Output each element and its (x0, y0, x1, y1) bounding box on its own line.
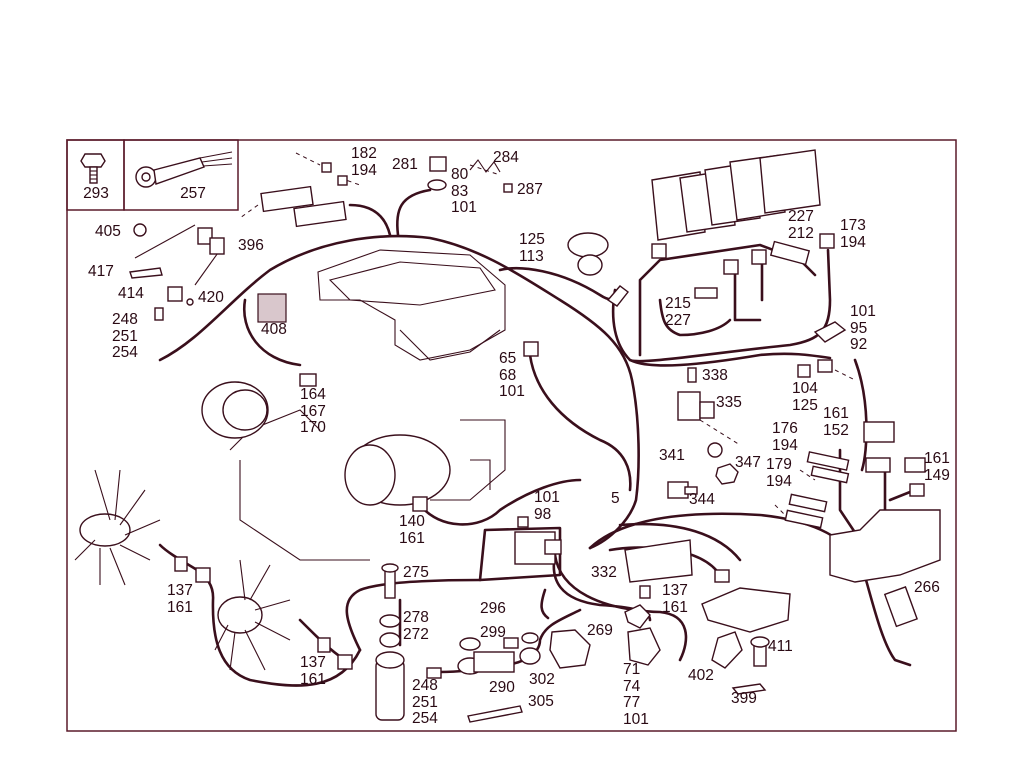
callout-296: 296 (480, 600, 506, 617)
callout-101-98: 101 98 (534, 489, 560, 523)
callout-399: 399 (731, 690, 757, 707)
callout-257: 257 (180, 185, 206, 202)
callout-341: 341 (659, 447, 685, 464)
callout-71-74-77-101: 71 74 77 101 (623, 661, 649, 728)
callout-278-272: 278 272 (403, 609, 429, 643)
callout-5: 5 (611, 490, 620, 507)
callout-417: 417 (88, 263, 114, 280)
callout-80-83-101: 80 83 101 (451, 166, 477, 216)
callout-414: 414 (118, 285, 144, 302)
callout-347: 347 (735, 454, 761, 471)
callout-248-251-254-lower: 248 251 254 (412, 677, 438, 727)
callout-420: 420 (198, 289, 224, 306)
callout-269: 269 (587, 622, 613, 639)
callout-411: 411 (768, 638, 793, 655)
callout-396: 396 (238, 237, 264, 254)
callout-227: 227 (788, 208, 814, 225)
callout-182-194: 182 194 (351, 145, 377, 179)
callout-137-161-right: 137 161 (662, 582, 688, 616)
callout-408: 408 (261, 321, 287, 338)
bolt-icon (80, 153, 106, 184)
callout-164-167-170: 164 167 170 (300, 386, 326, 436)
callout-137-161-bottom: 137 161 (300, 654, 326, 688)
inset-panel (66, 139, 239, 211)
callout-305: 305 (528, 693, 554, 710)
callout-332: 332 (591, 564, 617, 581)
callout-176-194: 176 194 (772, 420, 798, 454)
inset-box-257 (123, 139, 239, 211)
connector-parts (129, 156, 941, 723)
callout-302: 302 (529, 671, 555, 688)
callout-125-113: 125 113 (519, 231, 545, 265)
fan-upper (74, 469, 161, 586)
callout-338: 338 (702, 367, 728, 384)
callout-137-161-left: 137 161 (167, 582, 193, 616)
engine-block (229, 249, 506, 561)
ring-terminal-icon (135, 151, 233, 188)
callout-287: 287 (517, 181, 543, 198)
callout-275: 275 (403, 564, 429, 581)
callout-173-194: 173 194 (840, 217, 866, 251)
callout-101-95-92: 101 95 92 (850, 303, 876, 353)
fan-lower (214, 559, 291, 671)
callout-344: 344 (689, 491, 715, 508)
callout-335: 335 (716, 394, 742, 411)
callout-161-152: 161 152 (823, 405, 849, 439)
callout-140-161: 140 161 (399, 513, 425, 547)
relay-block-assembly (651, 149, 821, 241)
callout-402: 402 (688, 667, 714, 684)
callout-248-251-254-upper: 248 251 254 (112, 311, 138, 361)
callout-405: 405 (95, 223, 121, 240)
callout-266: 266 (914, 579, 940, 596)
callout-290: 290 (489, 679, 515, 696)
callout-161-149: 161 149 (924, 450, 950, 484)
callout-215-227: 215 227 (665, 295, 691, 329)
callout-65-68-101: 65 68 101 (499, 350, 525, 400)
callout-281: 281 (392, 156, 418, 173)
callout-284: 284 (493, 149, 519, 166)
callout-299: 299 (480, 624, 506, 641)
callout-104-125: 104 125 (792, 380, 818, 414)
leader-lines (134, 152, 856, 521)
diagram-frame (66, 139, 957, 732)
callout-293: 293 (83, 185, 109, 202)
callout-179-194: 179 194 (766, 456, 792, 490)
callout-212: 212 (788, 225, 814, 242)
